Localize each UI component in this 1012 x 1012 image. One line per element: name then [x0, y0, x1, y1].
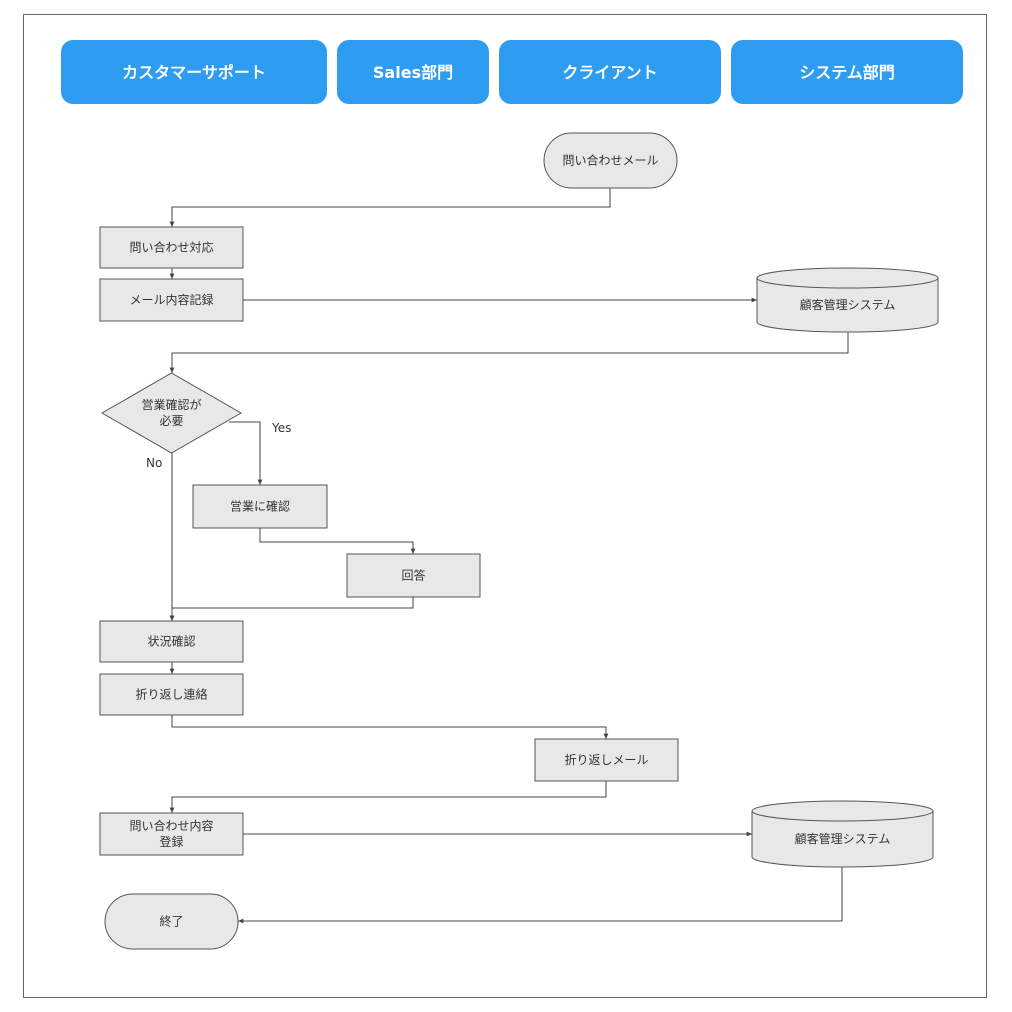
lane-customer-support-label: カスタマーサポート	[122, 63, 266, 82]
inquiry-mail-shape	[543, 132, 678, 189]
register-inquiry-label: 登録	[159, 834, 183, 849]
status-check-shape	[99, 620, 244, 663]
end-label: 終了	[159, 914, 183, 929]
lane-sales-box	[337, 40, 489, 104]
lane-customer-support: カスタマーサポート	[61, 40, 327, 104]
crm-system-2-label: 顧客管理システム	[795, 831, 891, 846]
answer-label: 回答	[401, 568, 425, 583]
crm-system-1-shape	[756, 278, 939, 333]
sales-check-needed-label: 必要	[159, 414, 183, 428]
node-status-check[interactable]: 状況確認	[99, 620, 244, 663]
node-inquiry-mail[interactable]: 問い合わせメール	[543, 132, 678, 189]
node-answer[interactable]: 回答	[346, 553, 481, 598]
edge-inquiry-mail-to-response	[169, 188, 611, 227]
crm-system-2-top	[751, 800, 934, 822]
sales-check-needed-label: 営業確認が	[141, 397, 201, 412]
edge-decision-yes-label: Yes	[271, 421, 291, 435]
lane-system-box	[731, 40, 963, 104]
confirm-with-sales-shape	[192, 484, 328, 529]
register-inquiry-label: 問い合わせ内容	[129, 818, 213, 833]
answer-shape	[346, 553, 481, 598]
status-check-label: 状況確認	[147, 634, 195, 649]
edge-answer-to-status	[169, 597, 414, 621]
node-callback-contact[interactable]: 折り返し連絡	[99, 673, 244, 716]
node-end[interactable]: 終了	[104, 893, 239, 950]
edge-decision-no-label: No	[146, 456, 162, 470]
node-confirm-with-sales[interactable]: 営業に確認	[192, 484, 328, 529]
end-shape	[104, 893, 239, 950]
lane-sales: Sales部門	[337, 40, 489, 104]
node-crm-system-2[interactable]: 顧客管理システム	[751, 800, 934, 868]
lane-system: システム部門	[731, 40, 963, 104]
lane-system-label: システム部門	[799, 63, 895, 82]
edge-crm1-to-decision	[169, 332, 849, 373]
node-crm-system-1[interactable]: 顧客管理システム	[756, 267, 939, 333]
inquiry-mail-label: 問い合わせメール	[562, 153, 658, 168]
edge-crm2-to-end	[238, 867, 843, 924]
crm-system-2-shape	[751, 811, 934, 868]
lane-client-box	[499, 40, 721, 104]
callback-mail-shape	[534, 738, 679, 782]
edge-decision-yes	[229, 421, 263, 485]
inquiry-response-label: 問い合わせ対応	[129, 240, 213, 255]
confirm-with-sales-label: 営業に確認	[230, 499, 290, 514]
lane-customer-support-box	[61, 40, 327, 104]
crm-system-1-top	[756, 267, 939, 289]
sales-check-needed-shape	[100, 372, 243, 454]
edge-callback-to-mail	[171, 715, 609, 739]
node-record-mail[interactable]: メール内容記録	[99, 278, 244, 322]
callback-contact-shape	[99, 673, 244, 716]
record-mail-label: メール内容記録	[129, 292, 213, 307]
edge-mail-to-register	[169, 781, 607, 813]
lane-client-label: クライアント	[562, 63, 657, 82]
register-inquiry-shape	[99, 812, 244, 856]
record-mail-shape	[99, 278, 244, 322]
edge-confirm-to-answer	[259, 528, 416, 554]
crm-system-1-label: 顧客管理システム	[800, 297, 896, 312]
diagram-frame	[23, 14, 987, 998]
lane-client: クライアント	[499, 40, 721, 104]
node-inquiry-response[interactable]: 問い合わせ対応	[99, 226, 244, 269]
lane-headers: カスタマーサポート Sales部門 クライアント システム部門	[61, 40, 963, 104]
inquiry-response-shape	[99, 226, 244, 269]
callback-contact-label: 折り返し連絡	[135, 687, 207, 702]
callback-mail-label: 折り返しメール	[564, 752, 648, 767]
nodes: 問い合わせメール問い合わせ対応メール内容記録顧客管理システム営業確認が必要営業に…	[99, 132, 939, 950]
node-callback-mail[interactable]: 折り返しメール	[534, 738, 679, 782]
lane-sales-label: Sales部門	[373, 63, 453, 82]
